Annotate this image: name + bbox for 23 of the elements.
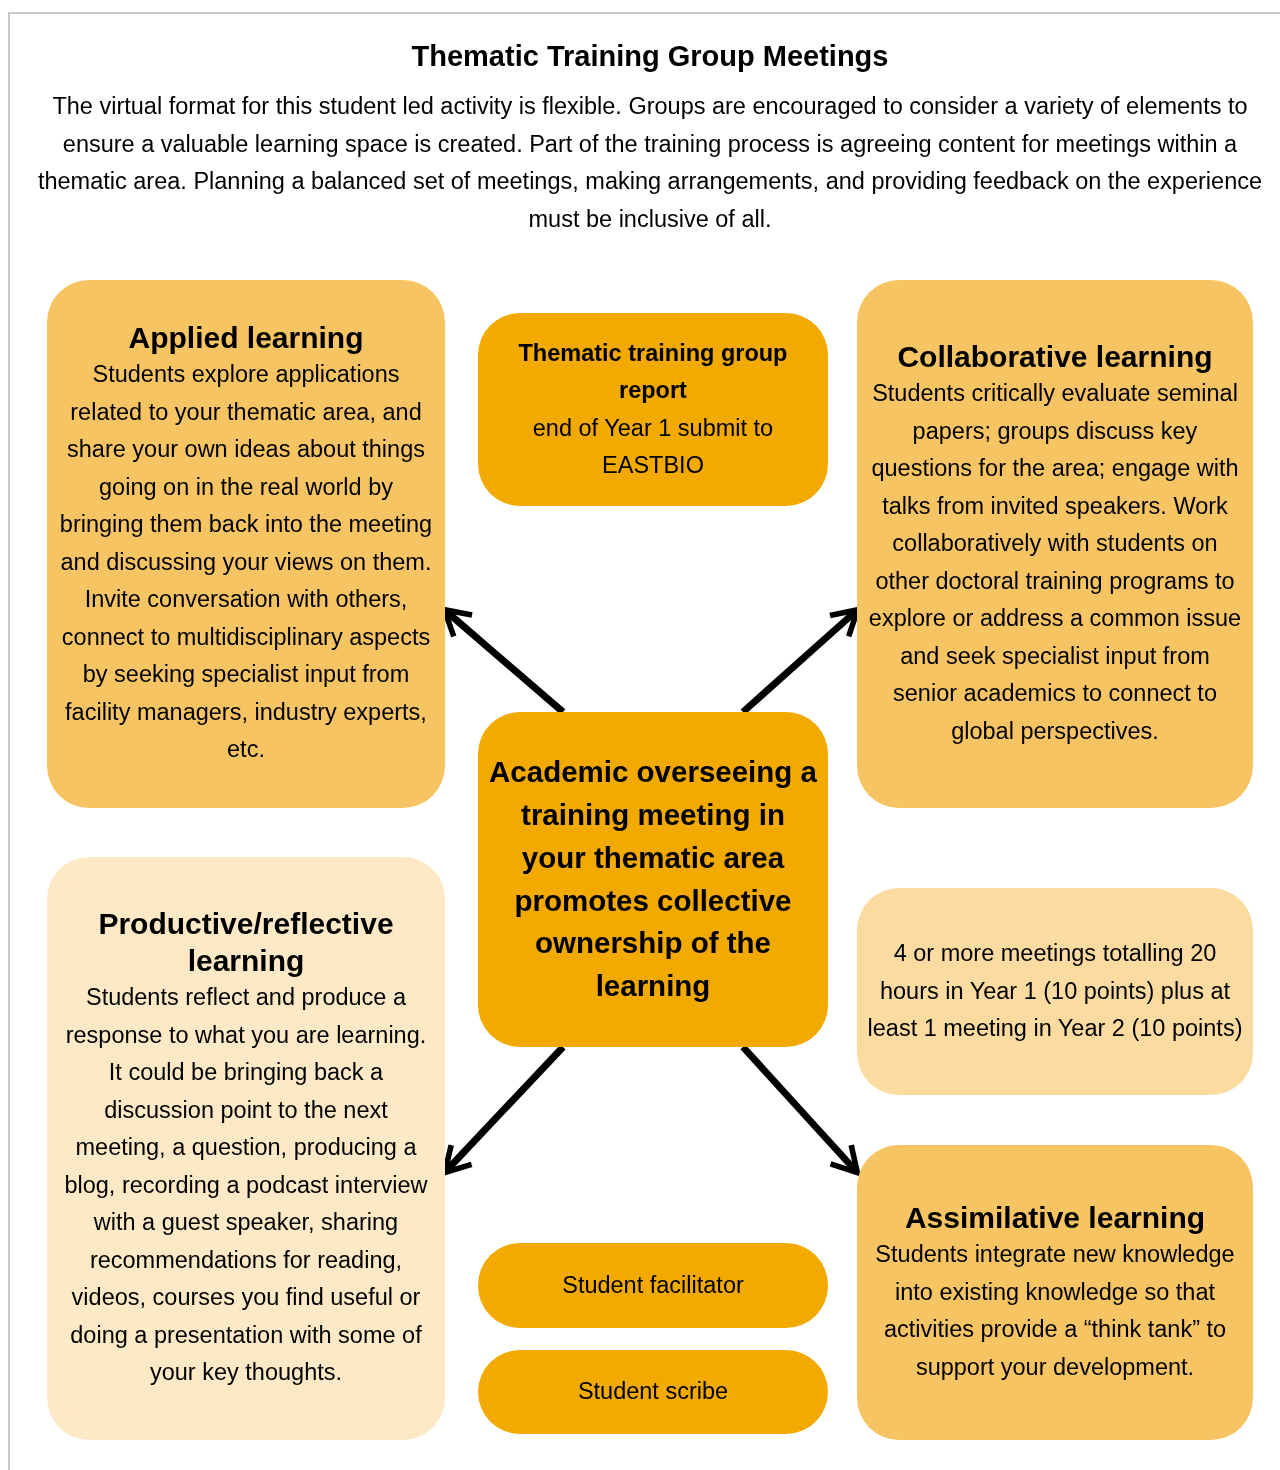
box-text: Student facilitator [562,1270,744,1300]
rounded-box [47,280,445,808]
rounded-box [857,280,1253,808]
box-text: Student scribe [577,1377,729,1407]
diagram-title: Thematic Training Group Meetings [410,40,890,73]
box-heading: Assimilative learning [904,1200,1206,1236]
rounded-box [857,1145,1253,1440]
box-text: Students reflect and produce a response to what you are learning. It could be bringing back a discussion point to the next meeting, a question, producing a blog, recording a podcast interview with a guest speaker, sharing recommendations for reading, videos, courses you find useful or doing a presentation with some of your key thoughts. [63,983,429,1388]
intro-paragraph: The virtual format for this student led activity is flexible. Groups are encouraged to consider a variety of elements to ensure a valuable learning space is created. Part of the training process is agreeing content for meetings within a thematic area. Planning a balanced set of meetings, making arrangements, and providing feedback on the experience must be inclusive of all. [36,92,1264,235]
box-text: 4 or more meetings totalling 20 hours in Year 1 (10 points) plus at least 1 meeting in Year 2 (10 points) [867,939,1243,1044]
box-heading: Collaborative learning [897,339,1213,375]
box-text: Students integrate new knowledge into existing knowledge so that activities provide a “think tank” to support your development. [874,1240,1236,1382]
box-heading: Applied learning [128,320,364,357]
rounded-box [478,712,828,1047]
box-text: end of Year 1 submit to EASTBIO [531,413,775,480]
box-text: Students critically evaluate seminal papers; groups discuss key questions for the area; engage with talks from invited speakers. Work collaboratively with students on other doctoral training programs to explore or address a common issue and seek specialist input from senior academics to connect to global perspectives. [867,379,1243,746]
box-text: Students explore applications related to your thematic area, and share your own ideas about things going on in the real world by bringing them back into the meeting and discussing your views on them. Invite conversation with others, connect to multidisciplinary aspects by seeking specialist input from facility managers, industry experts, etc. [58,360,434,765]
rounded-box [47,857,445,1440]
rounded-box [478,313,828,506]
arrow [740,1044,861,1176]
box-heading: Productive/reflective learning [97,906,395,980]
rounded-box [857,888,1253,1095]
box-heading: Academic overseeing a training meeting in your thematic area promotes collective ownership of the learning [488,754,818,1004]
